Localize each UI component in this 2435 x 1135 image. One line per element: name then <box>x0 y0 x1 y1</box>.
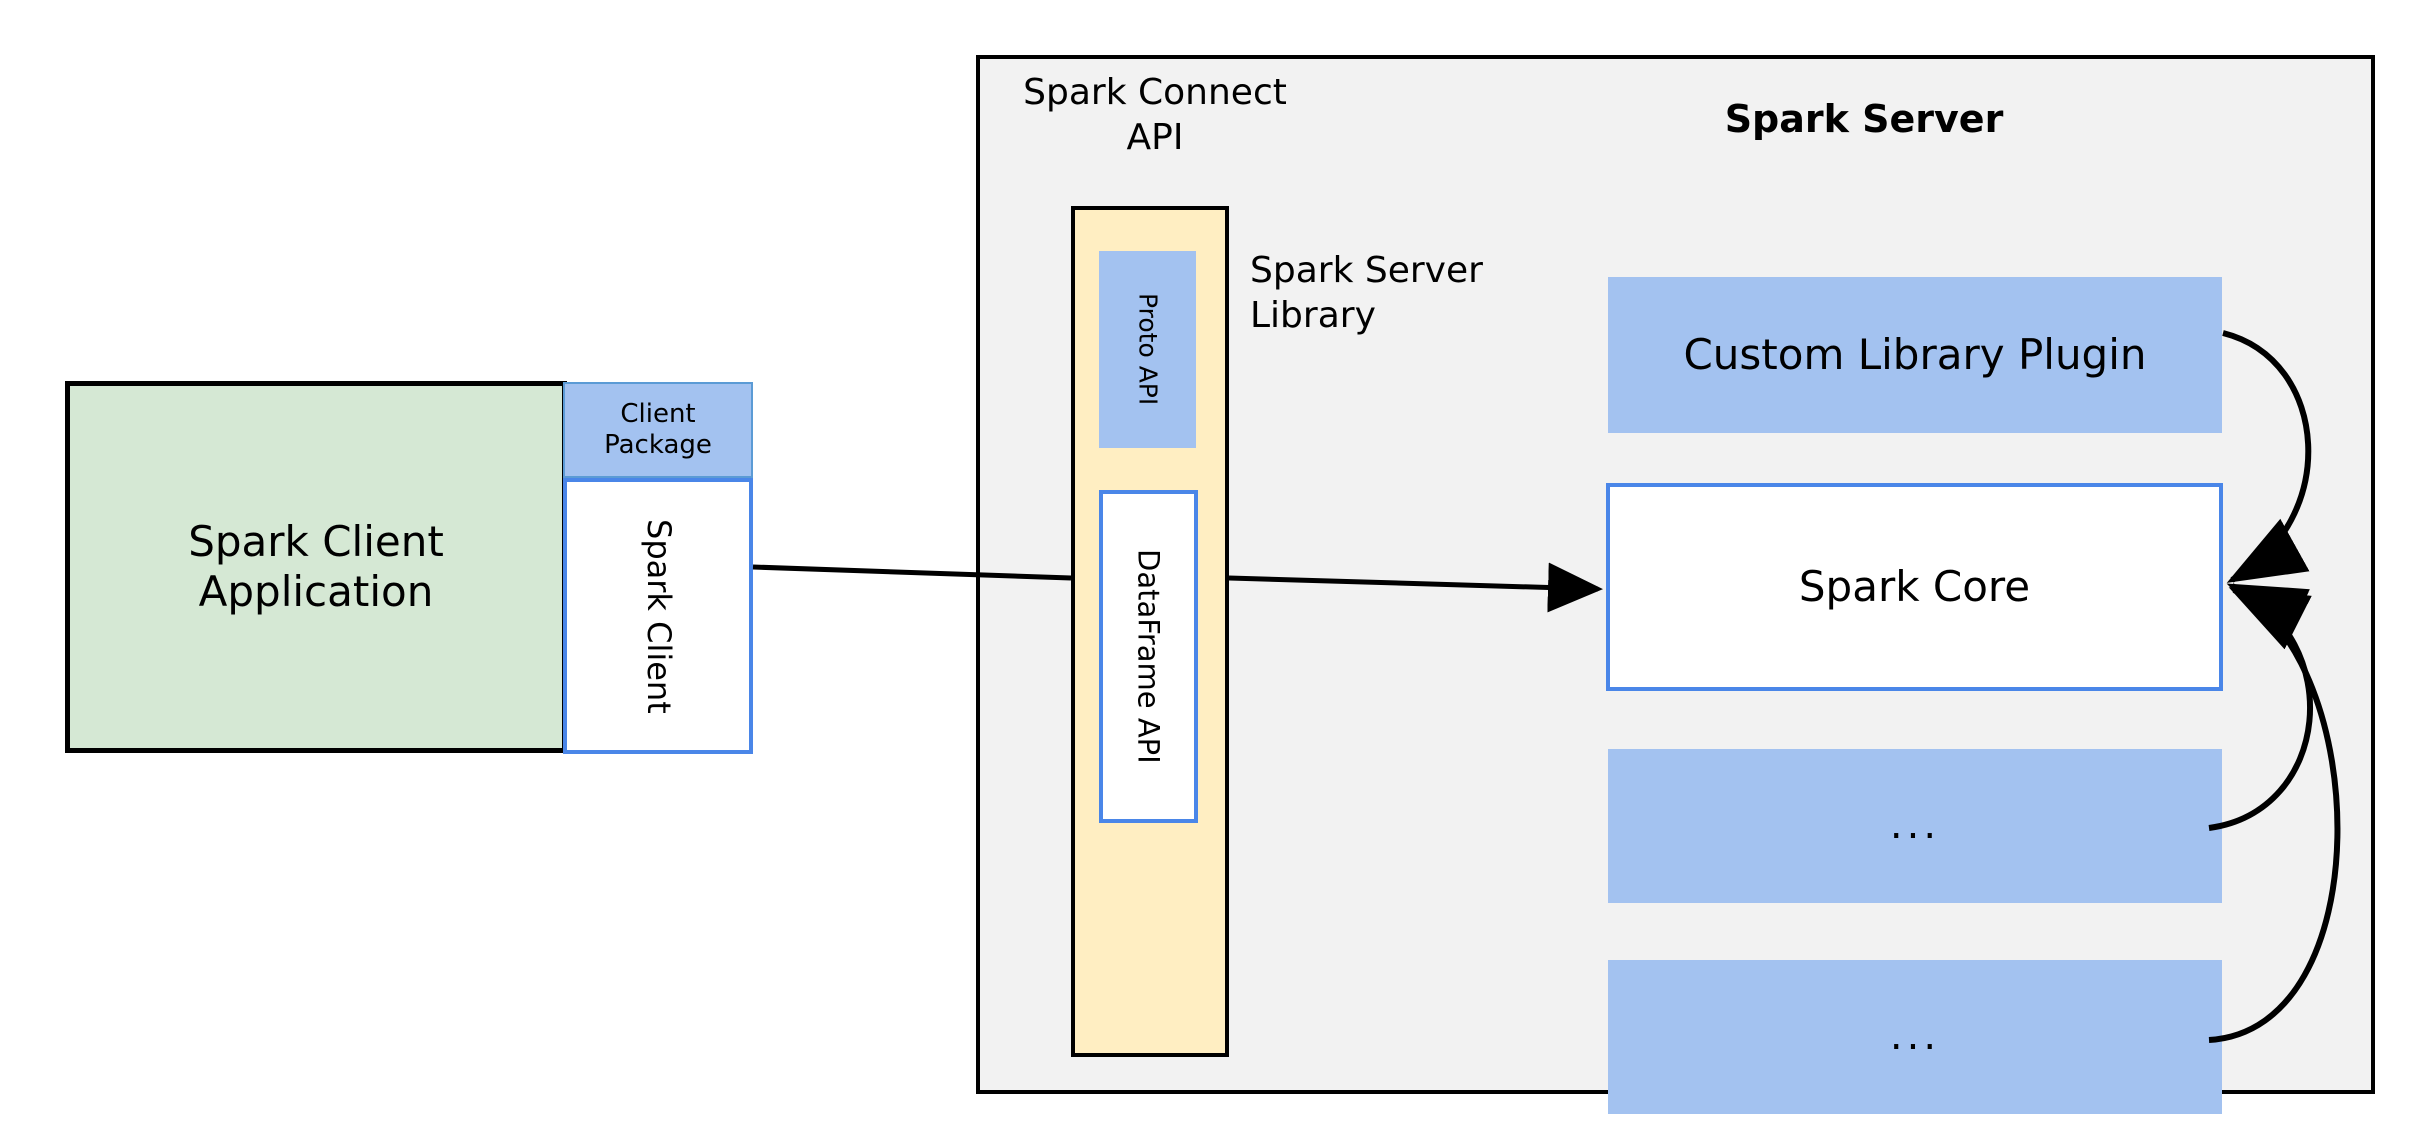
dataframe-api-label: DataFrame API <box>1131 549 1166 764</box>
client-package-box[interactable]: Client Package <box>563 382 753 478</box>
spark-client-box[interactable]: Spark Client <box>563 478 753 754</box>
page-title: Spark Server <box>1724 97 2004 141</box>
custom-library-plugin-box[interactable]: Custom Library Plugin <box>1608 277 2222 433</box>
spark-connect-api-label: Spark Connect API <box>1023 72 1287 158</box>
spark-core-box[interactable]: Spark Core <box>1606 483 2223 691</box>
ellipsis-box-2[interactable]: ... <box>1608 960 2222 1114</box>
spark-client-application-box[interactable]: Spark Client Application <box>65 381 567 753</box>
proto-api-box[interactable]: Proto API <box>1099 251 1196 448</box>
ellipsis-box-1[interactable]: ... <box>1608 749 2222 903</box>
spark-client-label: Spark Client <box>639 518 678 714</box>
spark-server-library-label: Spark Server Library <box>1250 250 1483 336</box>
proto-api-label: Proto API <box>1133 293 1163 406</box>
dataframe-api-box[interactable]: DataFrame API <box>1099 490 1198 823</box>
